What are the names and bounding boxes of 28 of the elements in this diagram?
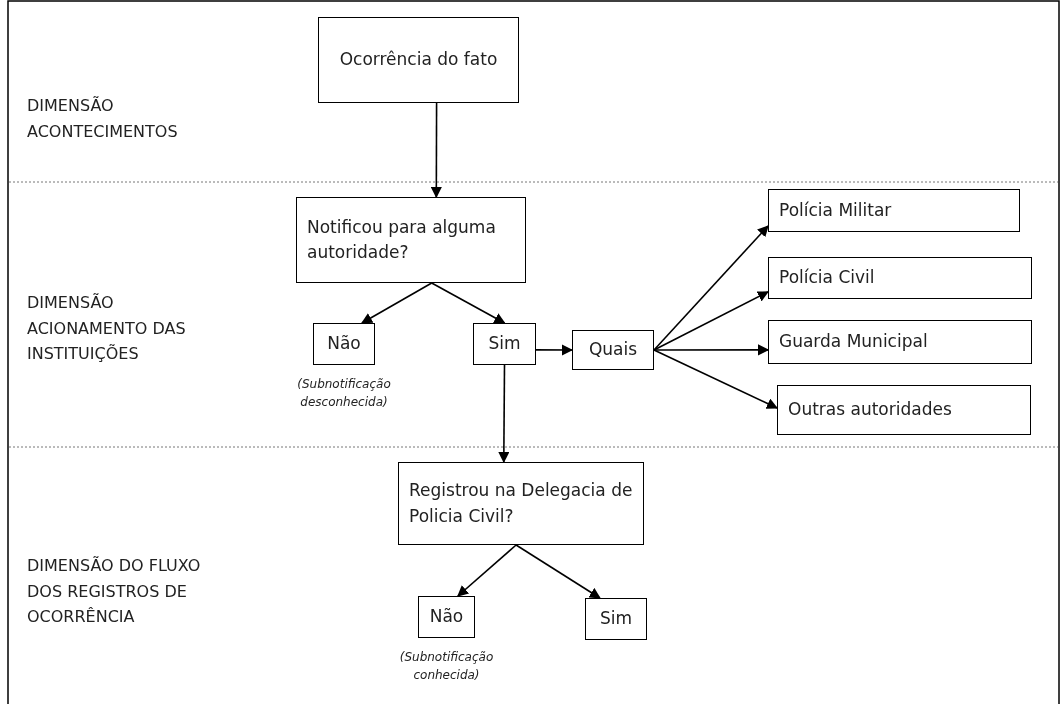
section-heading: DIMENSÃO ACONTECIMENTOS bbox=[27, 95, 179, 143]
arrow bbox=[653, 344, 770, 356]
section-heading: DIMENSÃO ACIONAMENTO DAS INSTITUIÇÕES bbox=[27, 292, 187, 366]
process-box: Ocorrência do fato bbox=[318, 17, 519, 103]
arrow bbox=[535, 344, 574, 356]
note-text: (Subnotificação desconhecida) bbox=[296, 376, 392, 411]
arrow bbox=[361, 282, 433, 324]
arrow bbox=[430, 282, 506, 324]
process-box: Não bbox=[313, 323, 375, 365]
process-box: Sim bbox=[473, 323, 536, 365]
arrow bbox=[653, 225, 769, 351]
arrow bbox=[653, 291, 769, 351]
process-box: Notificou para alguma autoridade? bbox=[296, 197, 526, 283]
arrow bbox=[653, 349, 778, 409]
process-box: Sim bbox=[585, 598, 647, 640]
arrow bbox=[498, 364, 510, 464]
arrow bbox=[515, 544, 601, 599]
section-heading: DIMENSÃO DO FLUXO DOS REGISTROS DE OCORRÊNCIA bbox=[27, 555, 202, 629]
arrow bbox=[430, 102, 442, 199]
process-box: Não bbox=[418, 596, 475, 638]
process-box: Registrou na Delegacia de Policia Civil? bbox=[398, 462, 644, 545]
process-box: Guarda Municipal bbox=[768, 320, 1032, 364]
process-box: Polícia Civil bbox=[768, 257, 1032, 299]
process-box: Quais bbox=[572, 330, 654, 370]
arrow bbox=[457, 544, 517, 597]
process-box: Outras autoridades bbox=[777, 385, 1031, 435]
note-text: (Subnotificação conhecida) bbox=[398, 649, 495, 684]
process-box: Polícia Militar bbox=[768, 189, 1020, 232]
